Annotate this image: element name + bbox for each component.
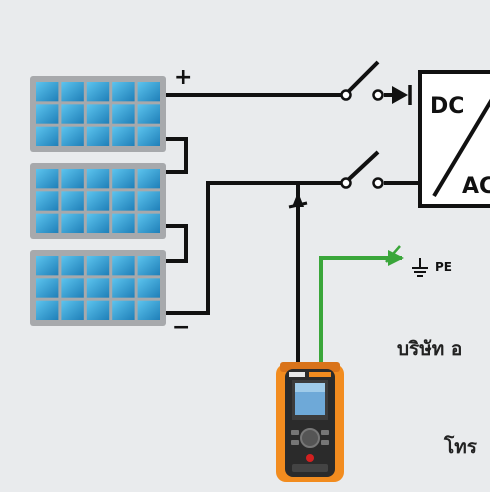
solar-cell: [36, 278, 59, 298]
negative-wire: [166, 181, 341, 315]
solar-cell: [137, 256, 160, 276]
solar-cell: [137, 191, 160, 211]
solar-cell: [36, 104, 59, 124]
solar-cell: [61, 256, 84, 276]
solar-cell: [112, 169, 135, 189]
solar-cell: [137, 104, 160, 124]
solar-cell: [137, 126, 160, 146]
solar-cell: [86, 300, 110, 320]
solar-cell: [61, 126, 84, 146]
solar-cell: [86, 213, 110, 233]
series-link-1: [166, 137, 188, 174]
panel-cells: [36, 82, 160, 320]
solar-cell: [61, 278, 84, 298]
solar-cell: [36, 82, 59, 102]
solar-cell: [112, 256, 135, 276]
solar-cell: [137, 169, 160, 189]
inverter-ac-label: AC: [462, 174, 490, 199]
solar-cell: [137, 278, 160, 298]
solar-cell: [137, 300, 160, 320]
switch-positive: [340, 60, 384, 101]
solar-cell: [61, 191, 84, 211]
solar-cell: [36, 300, 59, 320]
probe-tip-icon: [288, 201, 308, 209]
solar-cell: [112, 213, 135, 233]
solar-cell: [86, 256, 110, 276]
pe-label: PE: [435, 260, 452, 274]
solar-cell: [61, 300, 84, 320]
solar-cell: [86, 82, 110, 102]
inverter-box: DC AC: [418, 70, 490, 208]
diode-icon: [392, 85, 412, 105]
solar-cell: [61, 213, 84, 233]
solar-cell: [61, 169, 84, 189]
solar-cell: [86, 191, 110, 211]
phone-caption: โทร: [444, 436, 477, 458]
solar-cell: [112, 191, 135, 211]
switch-negative: [340, 150, 384, 189]
solar-cell: [86, 169, 110, 189]
negative-terminal-label: −: [172, 315, 190, 340]
solar-cell: [86, 126, 110, 146]
solar-cell: [137, 213, 160, 233]
inverter-dc-label: DC: [430, 94, 464, 119]
solar-cell: [36, 256, 59, 276]
company-caption: บริษัท อ: [397, 338, 463, 360]
solar-cell: [112, 126, 135, 146]
solar-cell: [112, 82, 135, 102]
ground-wire: [319, 256, 402, 368]
solar-cell: [86, 104, 110, 124]
positive-terminal-label: +: [174, 65, 192, 90]
solar-cell: [36, 126, 59, 146]
solar-cell: [112, 278, 135, 298]
solar-cell: [112, 300, 135, 320]
wiring: [166, 93, 420, 368]
solar-cell: [112, 104, 135, 124]
solar-cell: [36, 191, 59, 211]
series-link-2: [166, 224, 188, 263]
solar-cell: [61, 82, 84, 102]
insulation-tester-icon: [276, 362, 344, 482]
ground-symbol-icon: [412, 258, 428, 277]
solar-cell: [86, 278, 110, 298]
solar-cell: [137, 82, 160, 102]
solar-cell: [36, 213, 59, 233]
solar-cell: [36, 169, 59, 189]
solar-cell: [61, 104, 84, 124]
